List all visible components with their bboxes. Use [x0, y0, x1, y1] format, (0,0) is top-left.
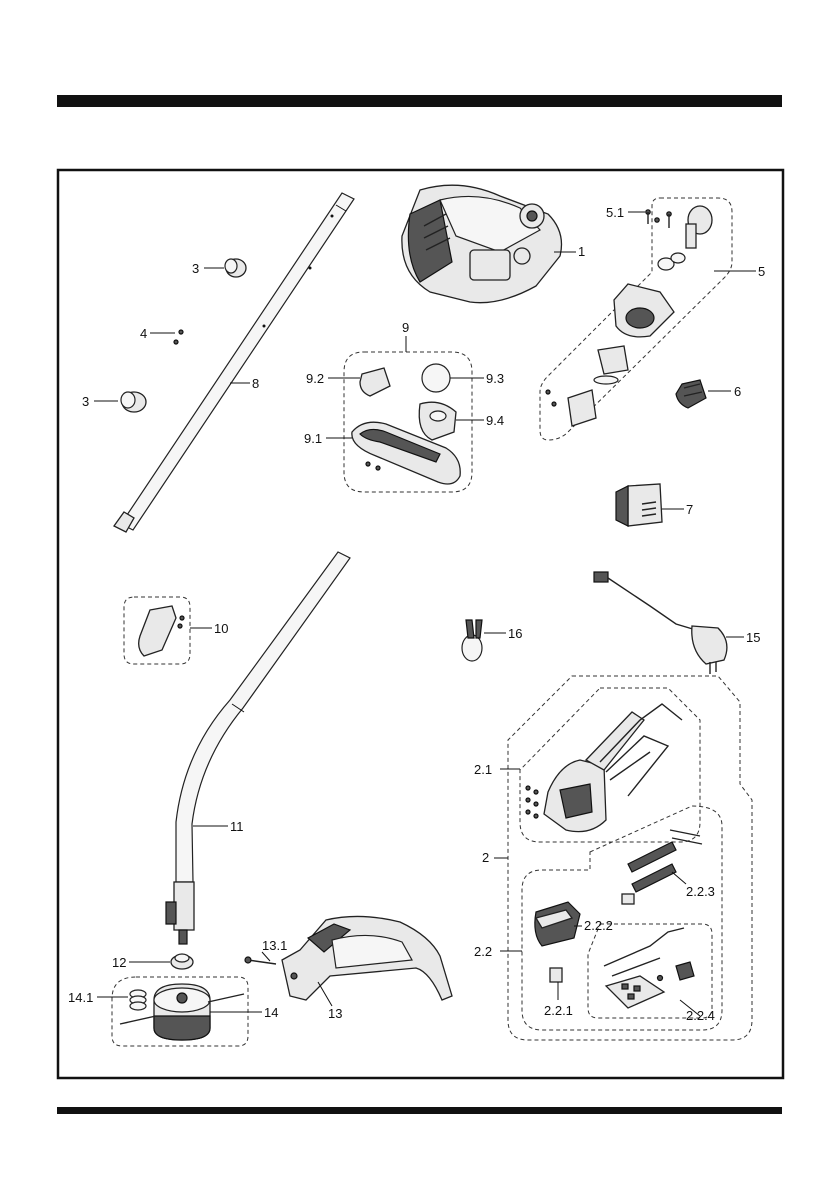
- callout-12: 12: [112, 955, 126, 970]
- part-handle-clamp: [419, 402, 456, 440]
- part-handle-knob: [422, 364, 450, 392]
- callout-15: 15: [746, 630, 760, 645]
- callout-16: 16: [508, 626, 522, 641]
- group-circuit-board: [588, 924, 712, 1018]
- callout-5-1: 5.1: [606, 205, 624, 220]
- part-grip-sleeve-upper: [225, 259, 246, 277]
- callout-2-1: 2.1: [474, 762, 492, 777]
- callout-7: 7: [686, 502, 693, 517]
- part-fitting: [676, 380, 706, 408]
- callout-2-2-2: 2.2.2: [584, 918, 613, 933]
- callout-13-1: 13.1: [262, 938, 287, 953]
- part-grip-sleeve-lower: [121, 392, 146, 412]
- part-battery-pack: [616, 484, 662, 526]
- callout-2-2-3: 2.2.3: [686, 884, 715, 899]
- callout-9-2: 9.2: [306, 371, 324, 386]
- callout-3-lower: 3: [82, 394, 89, 409]
- part-coupler: [139, 606, 184, 656]
- part-handle-bracket: [360, 368, 390, 396]
- callout-1: 1: [578, 244, 585, 259]
- part-guard-screw: [245, 957, 276, 964]
- callout-2: 2: [482, 850, 489, 865]
- callout-2-2: 2.2: [474, 944, 492, 959]
- callout-5: 5: [758, 264, 765, 279]
- callout-2-2-4: 2.2.4: [686, 1008, 715, 1023]
- part-switch-cover: [535, 902, 580, 946]
- part-engine: [402, 185, 562, 302]
- callout-14: 14: [264, 1005, 278, 1020]
- part-circuit-board: [604, 928, 694, 1008]
- footer-bar: [57, 1107, 782, 1114]
- header-bar: [57, 95, 782, 107]
- callout-11: 11: [230, 819, 244, 834]
- callout-10: 10: [214, 621, 228, 636]
- part-charger: [594, 572, 727, 674]
- group-switch-housing: [520, 688, 700, 842]
- callout-13: 13: [328, 1006, 342, 1021]
- callout-6: 6: [734, 384, 741, 399]
- part-clamp-ring: [462, 620, 482, 661]
- callout-4: 4: [140, 326, 147, 341]
- part-guard: [282, 916, 452, 1000]
- part-lower-curved-shaft: [166, 552, 350, 944]
- callout-3-upper: 3: [192, 261, 199, 276]
- callout-8: 8: [252, 376, 259, 391]
- callout-9-4: 9.4: [486, 413, 504, 428]
- part-upper-shaft: [114, 193, 354, 532]
- callout-2-2-1: 2.2.1: [544, 1003, 573, 1018]
- callout-14-1: 14.1: [68, 990, 93, 1005]
- part-connector: [550, 968, 562, 982]
- callout-9-1: 9.1: [304, 431, 322, 446]
- part-screw: [174, 330, 183, 344]
- part-nut: [171, 954, 193, 969]
- callout-9: 9: [402, 320, 409, 335]
- part-switch-housing: [526, 704, 682, 832]
- callout-9-3: 9.3: [486, 371, 504, 386]
